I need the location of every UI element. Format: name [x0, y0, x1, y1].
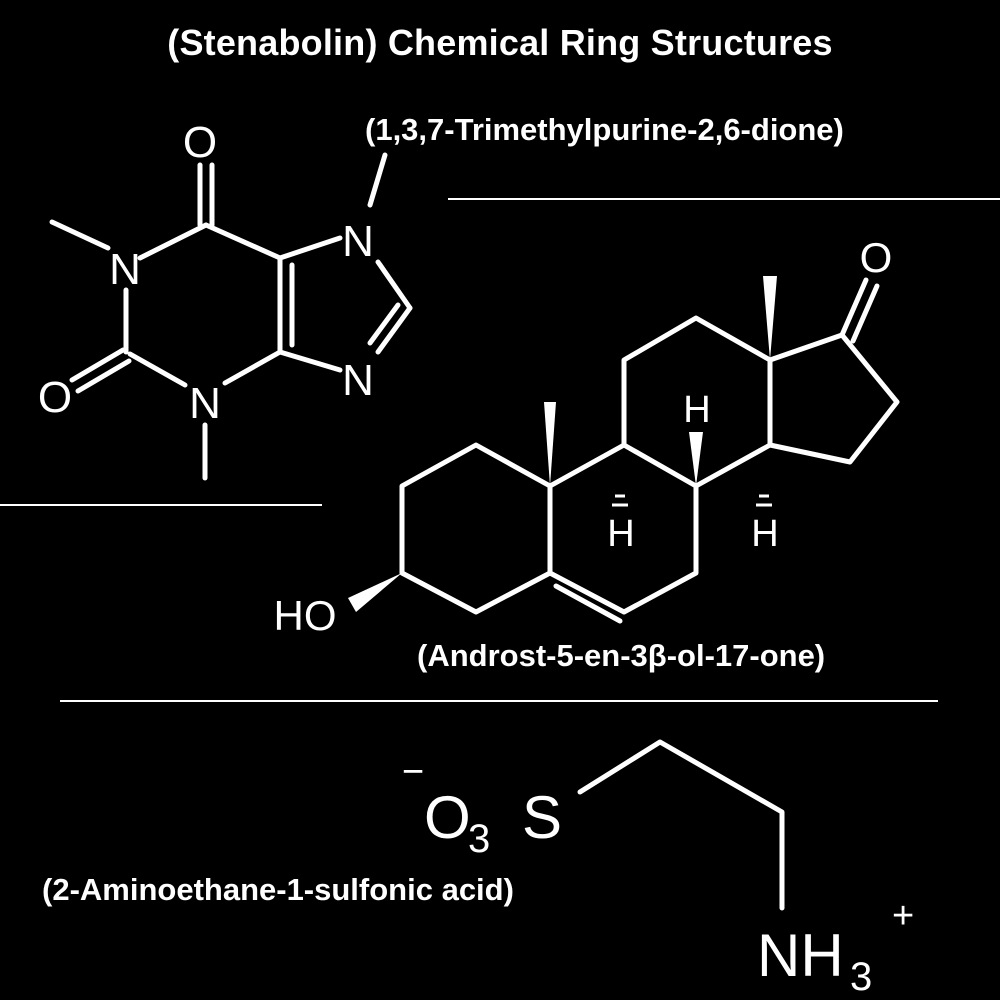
atom-h8: H	[683, 389, 710, 431]
taurine-caption: (2-Aminoethane-1-sulfonic acid)	[42, 872, 514, 907]
androstenolone-caption: (Androst-5-en-3β-ol-17-one)	[417, 638, 826, 673]
atom-h9: H	[607, 513, 634, 555]
divider-line-3	[60, 700, 938, 702]
caffeine-structure	[49, 152, 413, 481]
charge-plus: +	[892, 895, 914, 937]
divider-line-2	[0, 504, 322, 506]
atom-o-top: O	[183, 118, 217, 167]
atom-n7: N	[342, 217, 374, 266]
atom-h14: H	[751, 513, 778, 555]
page-title: (Stenabolin) Chemical Ring Structures	[167, 22, 833, 63]
atom-s: S	[522, 784, 562, 851]
steroid-hashed-bonds	[612, 494, 772, 507]
atom-n9: N	[342, 356, 374, 405]
atom-n3: N	[189, 379, 221, 428]
atom-nh: NH	[757, 922, 844, 989]
atom-o-left: O	[38, 373, 72, 422]
taurine-atom-labels: − O 3 S NH 3 +	[402, 751, 914, 999]
divider-line-1	[448, 198, 1000, 200]
atom-n1: N	[109, 245, 141, 294]
atom-o3: O	[424, 784, 471, 851]
caffeine-atom-labels: O O N N N N	[38, 118, 374, 428]
charge-minus: −	[402, 751, 424, 793]
atom-o17: O	[860, 234, 893, 281]
atom-ho: HO	[274, 592, 337, 639]
caffeine-caption: (1,3,7-Trimethylpurine-2,6-dione)	[365, 112, 844, 147]
subscript-3b: 3	[850, 955, 872, 999]
steroid-structure	[399, 277, 900, 624]
subscript-3: 3	[468, 817, 490, 861]
steroid-atom-labels: O HO H H H	[274, 234, 893, 639]
steroid-wedges	[348, 276, 777, 612]
taurine-structure	[577, 739, 785, 911]
